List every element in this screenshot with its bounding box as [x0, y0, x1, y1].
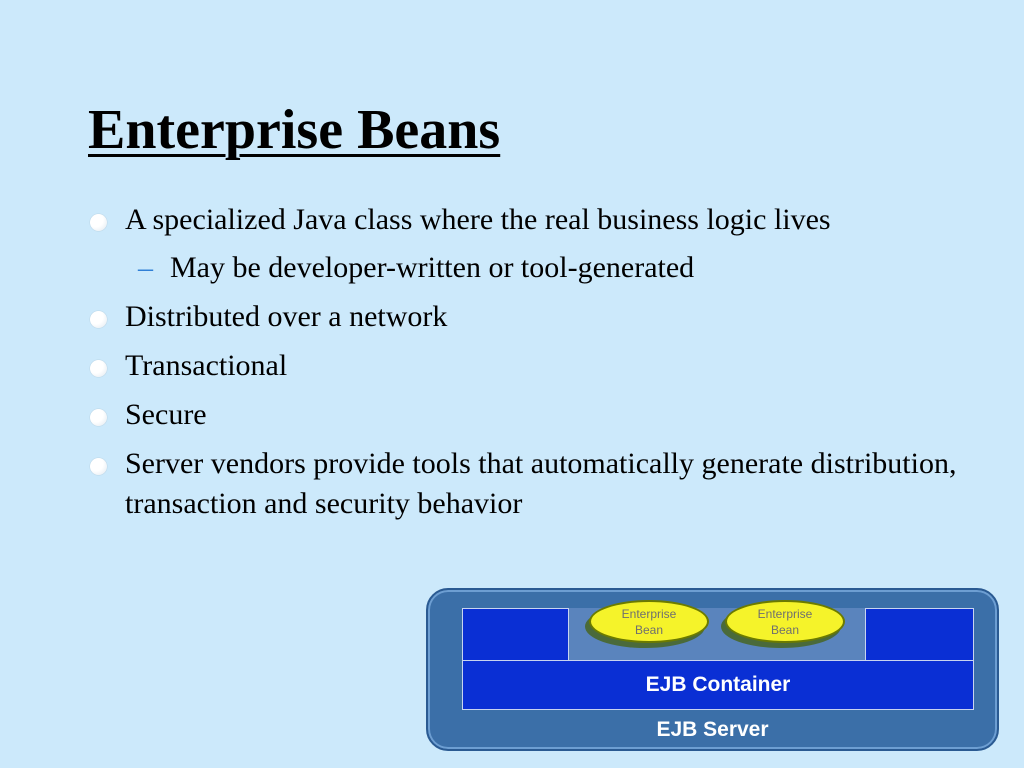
- bullet-item: Distributed over a network: [88, 297, 988, 337]
- bullet-item: Transactional: [88, 346, 988, 386]
- enterprise-bean-label-line1: Enterprise: [757, 607, 813, 621]
- bullet-text: Transactional: [125, 349, 288, 382]
- bullet-text: A specialized Java class where the real …: [125, 203, 831, 236]
- bullet-text: Secure: [125, 398, 207, 431]
- enterprise-bean-label-line1: Enterprise: [621, 607, 677, 621]
- enterprise-bean: Enterprise Bean: [725, 600, 845, 643]
- enterprise-bean-label-line2: Bean: [634, 623, 664, 637]
- bullet-text: Distributed over a network: [125, 300, 448, 333]
- ejb-server-label: EJB Server: [656, 718, 769, 741]
- ejb-container: EJB Container: [462, 660, 974, 710]
- bullet-dot-icon: [90, 458, 107, 475]
- bullet-dot-icon: [90, 360, 107, 377]
- bullet-item: Server vendors provide tools that automa…: [88, 444, 988, 524]
- container-wall-left: [462, 608, 569, 660]
- bullet-item: Secure: [88, 395, 988, 435]
- dash-icon: –: [138, 251, 153, 284]
- container-wall-right: [865, 608, 974, 660]
- bullet-dot-icon: [90, 311, 107, 328]
- slide-title: Enterprise Beans: [88, 99, 501, 161]
- bullet-item: A specialized Java class where the real …: [88, 200, 988, 288]
- sub-bullet-text: May be developer-written or tool-generat…: [170, 251, 695, 284]
- bullet-text: Server vendors provide tools that automa…: [125, 447, 957, 520]
- enterprise-bean-label-line2: Bean: [770, 623, 800, 637]
- enterprise-bean: Enterprise Bean: [589, 600, 709, 643]
- sub-bullet-item: – May be developer-written or tool-gener…: [88, 248, 988, 288]
- bullet-dot-icon: [90, 409, 107, 426]
- ejb-container-label: EJB Container: [645, 673, 791, 696]
- ejb-server-diagram: EJB Container Enterprise Bean Enterprise…: [426, 588, 999, 751]
- bullet-list: A specialized Java class where the real …: [88, 200, 988, 533]
- bullet-dot-icon: [90, 214, 107, 231]
